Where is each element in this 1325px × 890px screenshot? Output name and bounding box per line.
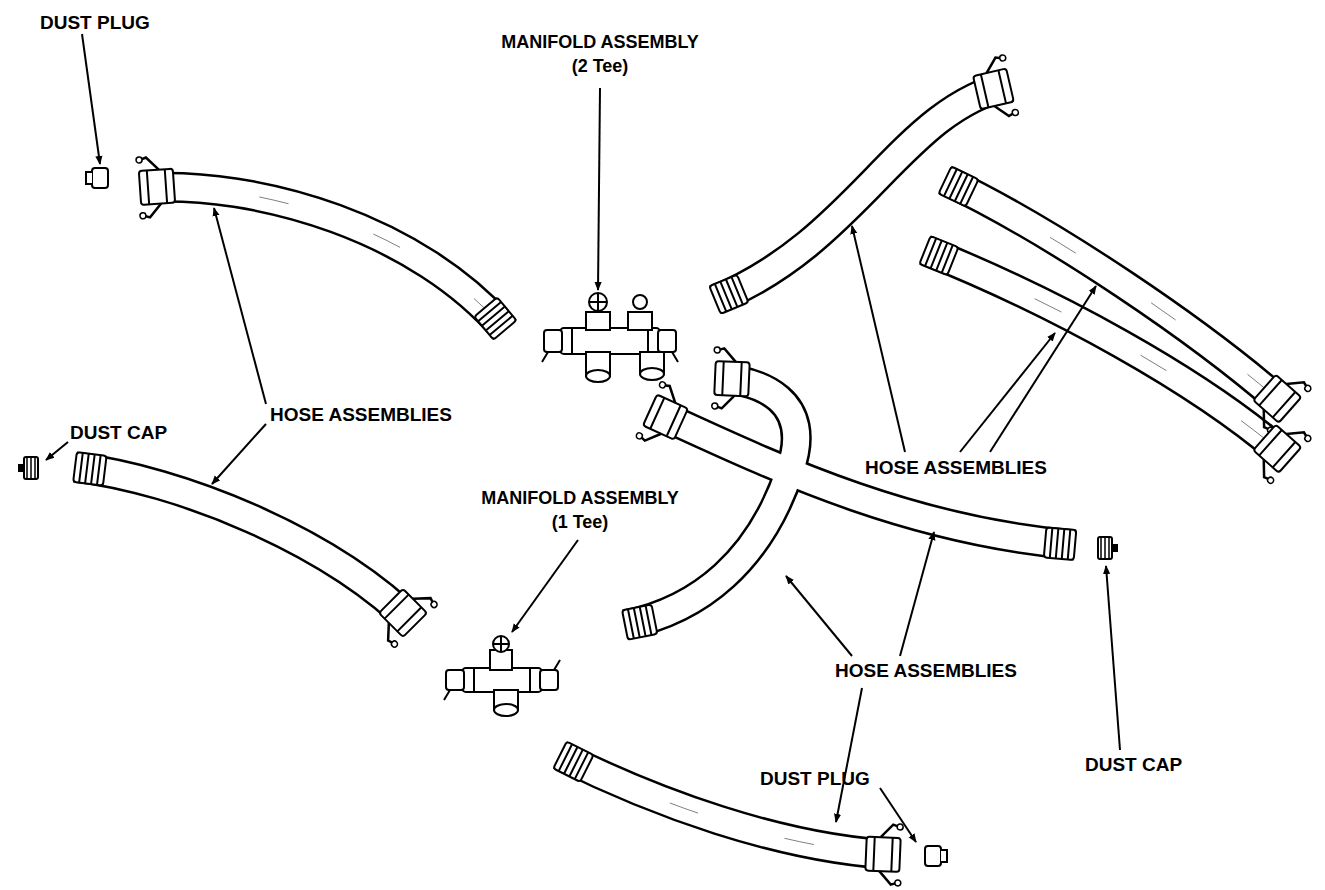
part-label: HOSE ASSEMBLIES — [865, 455, 1047, 481]
part-label: DUST CAP — [70, 420, 167, 446]
assembly-label: MANIFOLD ASSEMBLY (2 Tee) — [494, 30, 706, 79]
assembly-label: MANIFOLD ASSEMBLY (1 Tee) — [474, 486, 686, 535]
part-label: HOSE ASSEMBLIES — [270, 402, 452, 428]
part-label: HOSE ASSEMBLIES — [835, 658, 1017, 684]
part-label: DUST PLUG — [40, 10, 150, 36]
part-label: DUST PLUG — [760, 766, 870, 792]
part-label: DUST CAP — [1085, 752, 1182, 778]
